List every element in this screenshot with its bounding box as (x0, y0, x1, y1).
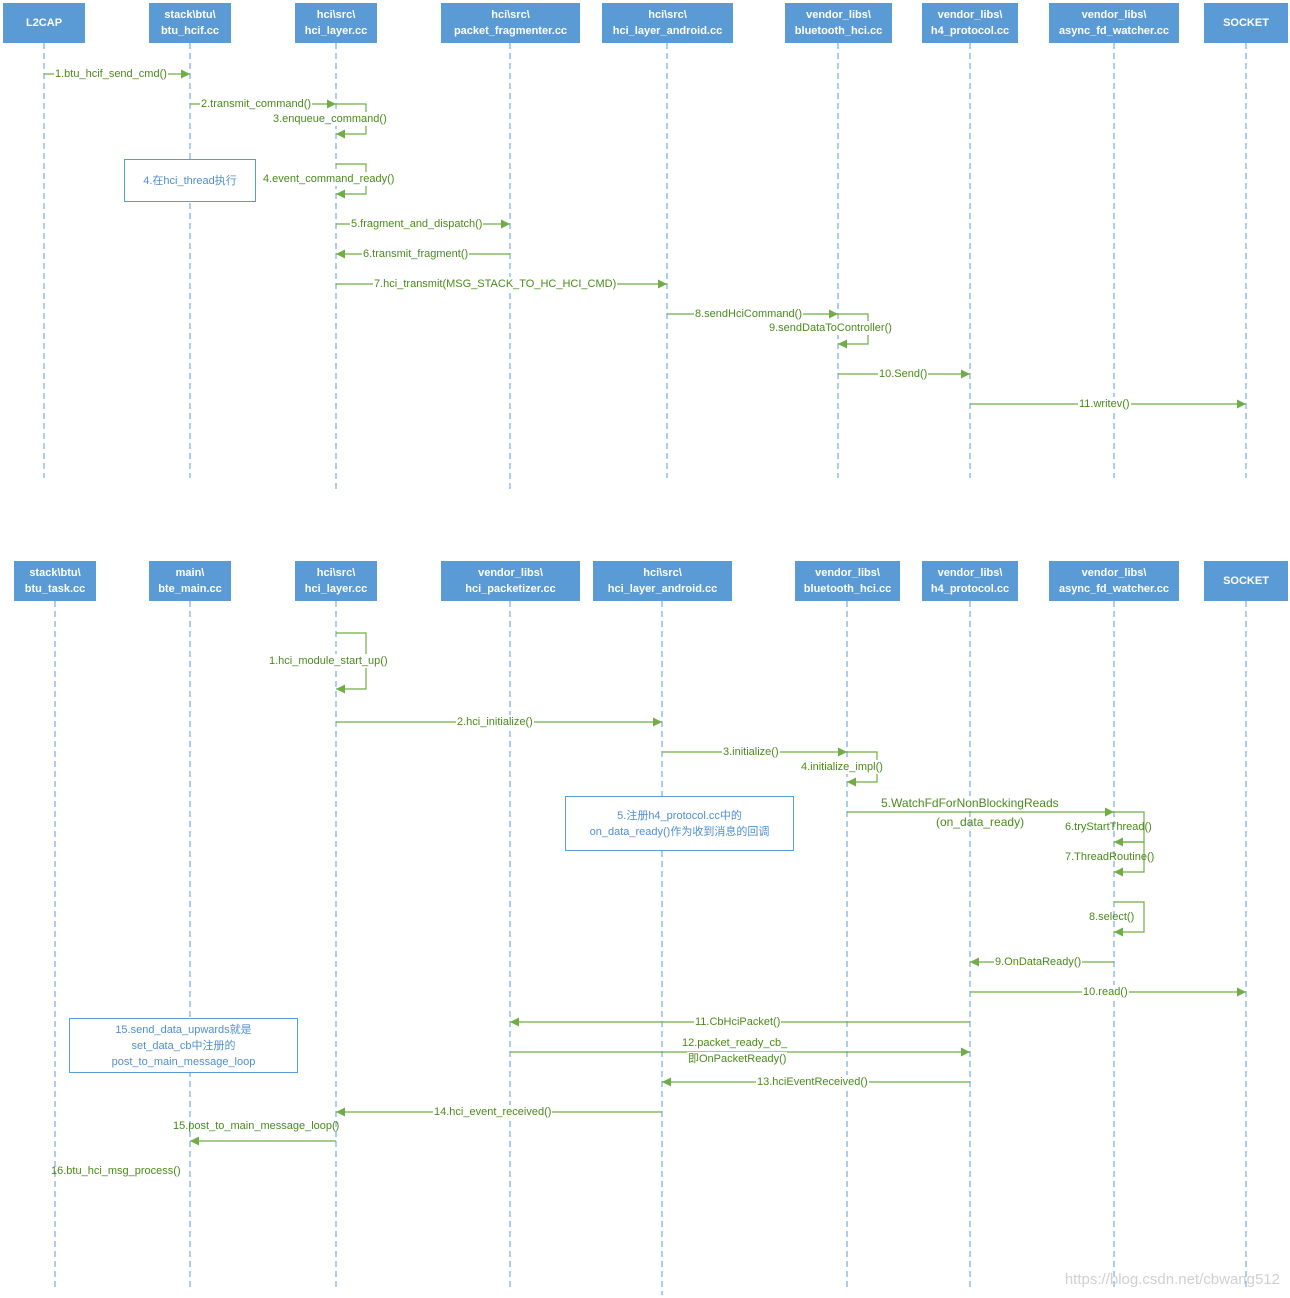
participant-label: vendor_libs\ (806, 9, 871, 21)
participant-label: stack\btu\ (164, 9, 216, 21)
participant-label: hci\src\ (316, 9, 356, 21)
participant-bluetooth-hci: vendor_libs\ bluetooth_hci.cc (795, 561, 900, 601)
participant-label: vendor_libs\ (1081, 9, 1147, 21)
participant-file: async_fd_watcher.cc (1058, 25, 1170, 37)
participant-label: hci\src\ (648, 9, 687, 21)
message-label-13: 13.hciEventReceived() (756, 1075, 869, 1089)
note-text: 4.在hci_thread执行 (143, 174, 237, 187)
watermark: https://blog.csdn.net/cbwang512 (1064, 1271, 1280, 1288)
participant-h4-protocol: vendor_libs\ h4_protocol.cc (922, 561, 1018, 601)
participant-file: hci_packetizer.cc (465, 583, 556, 595)
participant-file: h4_protocol.cc (930, 583, 1010, 595)
participant-packet-fragmenter: hci\src\ packet_fragmenter.cc (441, 3, 580, 43)
message-label-2: 2.hci_initialize() (456, 715, 534, 729)
message-label-12: 12.packet_ready_cb_ (682, 1037, 788, 1049)
note-text: 15.send_data_upwards就是 (115, 1023, 252, 1036)
participant-hci-layer: hci\src\ hci_layer.cc (295, 3, 377, 43)
participant-label: hci\src\ (491, 9, 530, 21)
participant-file: btu_hcif.cc (160, 25, 220, 37)
message-label-14: 14.hci_event_received() (433, 1105, 553, 1119)
message-label-11: 11.CbHciPacket() (694, 1015, 782, 1029)
message-label-4: 4.event_command_ready() (262, 172, 396, 186)
participant-file: bluetooth_hci.cc (803, 583, 892, 595)
participant-label: SOCKET (1223, 17, 1269, 29)
participant-l2cap: L2CAP (3, 3, 85, 43)
participant-file: bluetooth_hci.cc (794, 25, 883, 37)
message-label-2: 2.transmit_command() (200, 97, 313, 111)
message-label-6: 6.tryStartThread() (1065, 821, 1152, 833)
note-text: 5.注册h4_protocol.cc中的 (617, 809, 742, 822)
participant-file: bte_main.cc (158, 583, 222, 595)
message-label-8: 8.sendHciCommand() (694, 307, 803, 321)
participant-label: hci\src\ (316, 567, 356, 579)
message-label-5: 5.WatchFdForNonBlockingReads (880, 796, 1060, 810)
participant-label: stack\btu\ (29, 567, 81, 579)
participant-hci-layer: hci\src\ hci_layer.cc (295, 561, 377, 601)
participant-file: packet_fragmenter.cc (453, 25, 568, 37)
participant-file: hci_layer_android.cc (612, 25, 723, 37)
participant-file: btu_task.cc (24, 583, 86, 595)
participant-async-fd-watcher: vendor_libs\ async_fd_watcher.cc (1049, 561, 1179, 601)
message-label-10: 10.Send() (878, 367, 929, 381)
message-label-6: 6.transmit_fragment() (362, 247, 470, 261)
participant-async-fd-watcher: vendor_libs\ async_fd_watcher.cc (1049, 3, 1179, 43)
participant-label: vendor_libs\ (937, 9, 1003, 21)
participant-label: SOCKET (1223, 575, 1269, 587)
participant-hci-layer-android: hci\src\ hci_layer_android.cc (602, 3, 733, 43)
participant-label: L2CAP (25, 17, 63, 29)
message-label-16: 16.btu_hci_msg_process() (51, 1165, 181, 1177)
participant-label: hci\src\ (643, 567, 682, 579)
participant-hci-layer-android: hci\src\ hci_layer_android.cc (593, 561, 732, 601)
message-label-7: 7.hci_transmit(MSG_STACK_TO_HC_HCI_CMD) (373, 277, 618, 291)
message-arrow-7 (1114, 841, 1145, 877)
participant-label: vendor_libs\ (937, 567, 1003, 579)
note-text: on_data_ready()作为收到消息的回调 (589, 825, 770, 838)
participant-file: async_fd_watcher.cc (1058, 583, 1170, 595)
message-label-3: 3.enqueue_command() (272, 112, 388, 126)
participant-file: hci_layer.cc (304, 583, 368, 595)
message-label-5: 5.fragment_and_dispatch() (350, 217, 484, 231)
note-hci-thread: 4.在hci_thread执行 (124, 159, 256, 202)
message-label-4: 4.initialize_impl() (800, 760, 884, 774)
note-text: post_to_main_message_loop (111, 1055, 256, 1068)
participant-label: main\ (175, 567, 205, 579)
participant-socket: SOCKET (1204, 3, 1288, 43)
message-label-7: 7.ThreadRoutine() (1065, 851, 1155, 863)
participant-btu-hcif: stack\btu\ btu_hcif.cc (149, 3, 231, 43)
message-arrow-8 (1114, 901, 1145, 937)
participant-label: vendor_libs\ (815, 567, 880, 579)
message-label-11: 11.writev() (1078, 397, 1131, 411)
participant-btu-task: stack\btu\ btu_task.cc (14, 561, 96, 601)
participant-file: hci_layer_android.cc (607, 583, 718, 595)
message-label-1: 1.hci_module_start_up() (268, 654, 389, 668)
participant-hci-packetizer: vendor_libs\ hci_packetizer.cc (441, 561, 580, 601)
participant-file: h4_protocol.cc (930, 25, 1010, 37)
note-text: set_data_cb中注册的 (131, 1039, 236, 1052)
note-register-callback: 5.注册h4_protocol.cc中的 on_data_ready()作为收到… (565, 796, 794, 851)
note-send-data-upwards: 15.send_data_upwards就是 set_data_cb中注册的 p… (69, 1018, 298, 1073)
message-label-5-callback: (on_data_ready) (936, 815, 1025, 829)
message-label-10: 10.read() (1082, 985, 1129, 999)
participant-label: vendor_libs\ (1081, 567, 1147, 579)
message-label-3: 3.initialize() (722, 745, 780, 759)
participant-file: hci_layer.cc (304, 25, 368, 37)
participant-label: vendor_libs\ (478, 567, 543, 579)
participant-bte-main: main\ bte_main.cc (149, 561, 231, 601)
participant-socket: SOCKET (1204, 561, 1288, 601)
message-label-9: 9.OnDataReady() (994, 955, 1083, 969)
message-label-1: 1.btu_hcif_send_cmd() (54, 67, 168, 81)
message-label-15: 15.post_to_main_message_loop() (173, 1120, 340, 1132)
participant-bluetooth-hci: vendor_libs\ bluetooth_hci.cc (785, 3, 892, 43)
message-label-9: 9.sendDataToController() (768, 321, 893, 335)
message-label-8: 8.select() (1089, 911, 1135, 923)
message-label-12-alias: 即OnPacketReady() (687, 1052, 788, 1066)
participant-h4-protocol: vendor_libs\ h4_protocol.cc (922, 3, 1018, 43)
